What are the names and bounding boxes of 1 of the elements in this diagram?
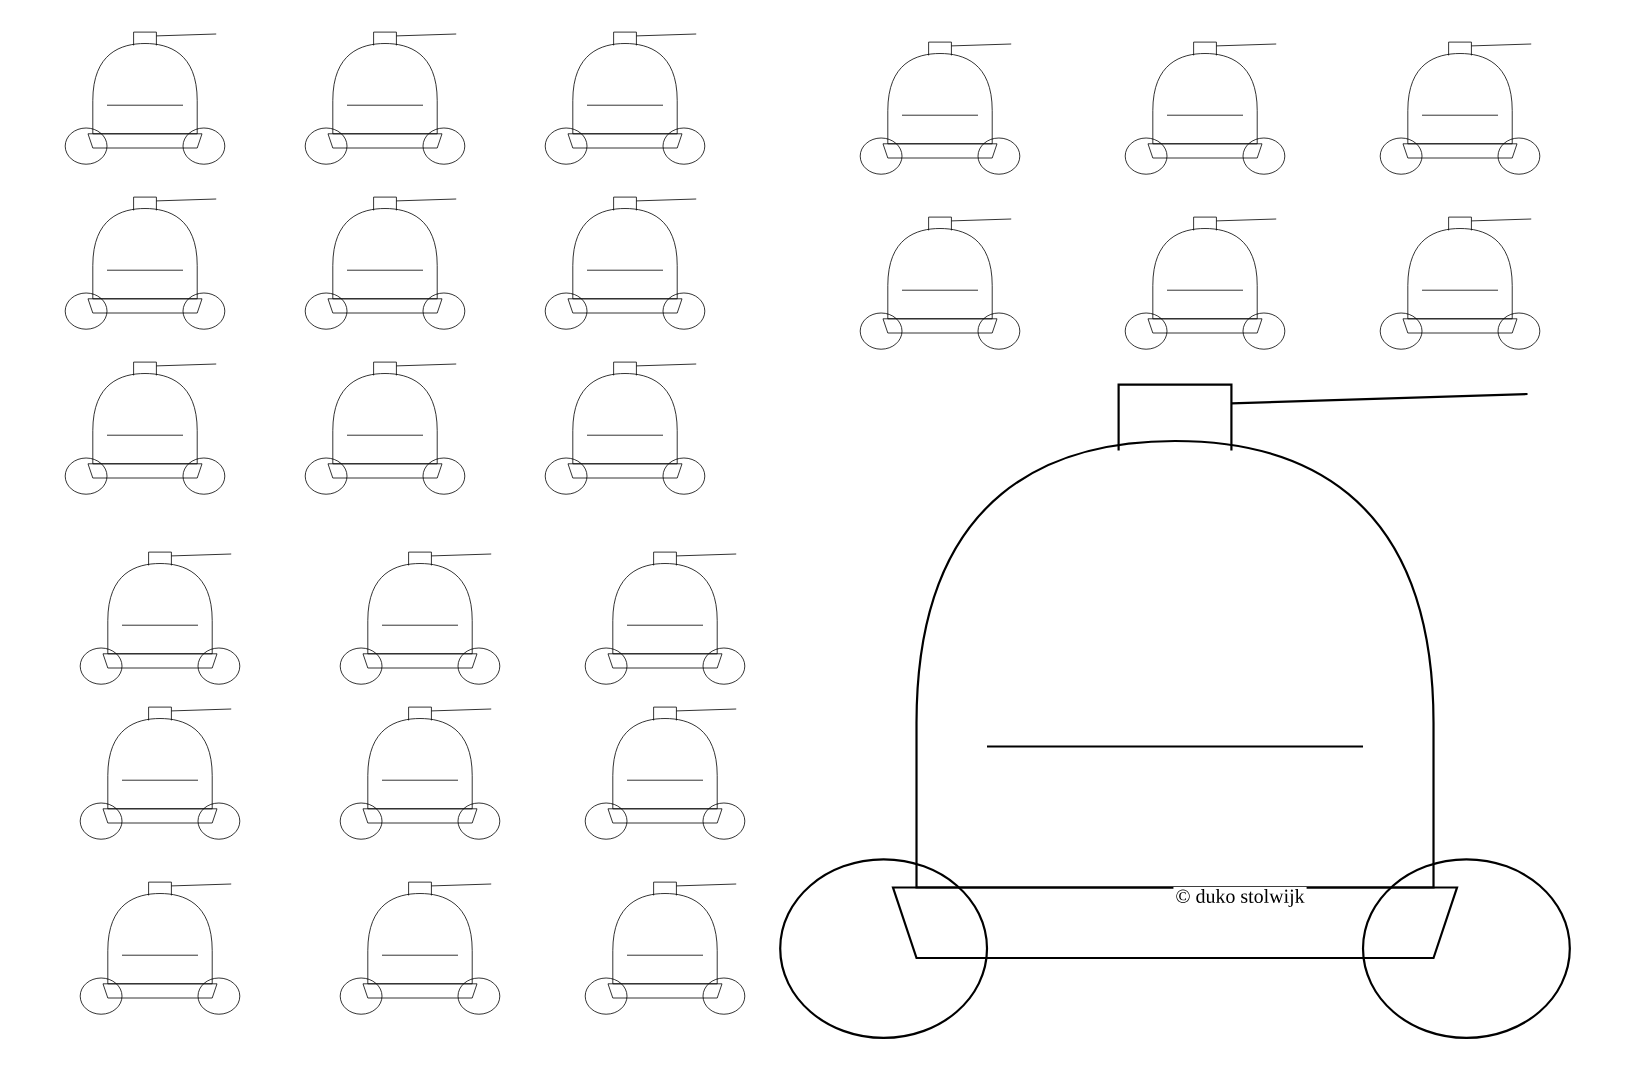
signature-text: © duko stolwijk (1173, 887, 1307, 910)
